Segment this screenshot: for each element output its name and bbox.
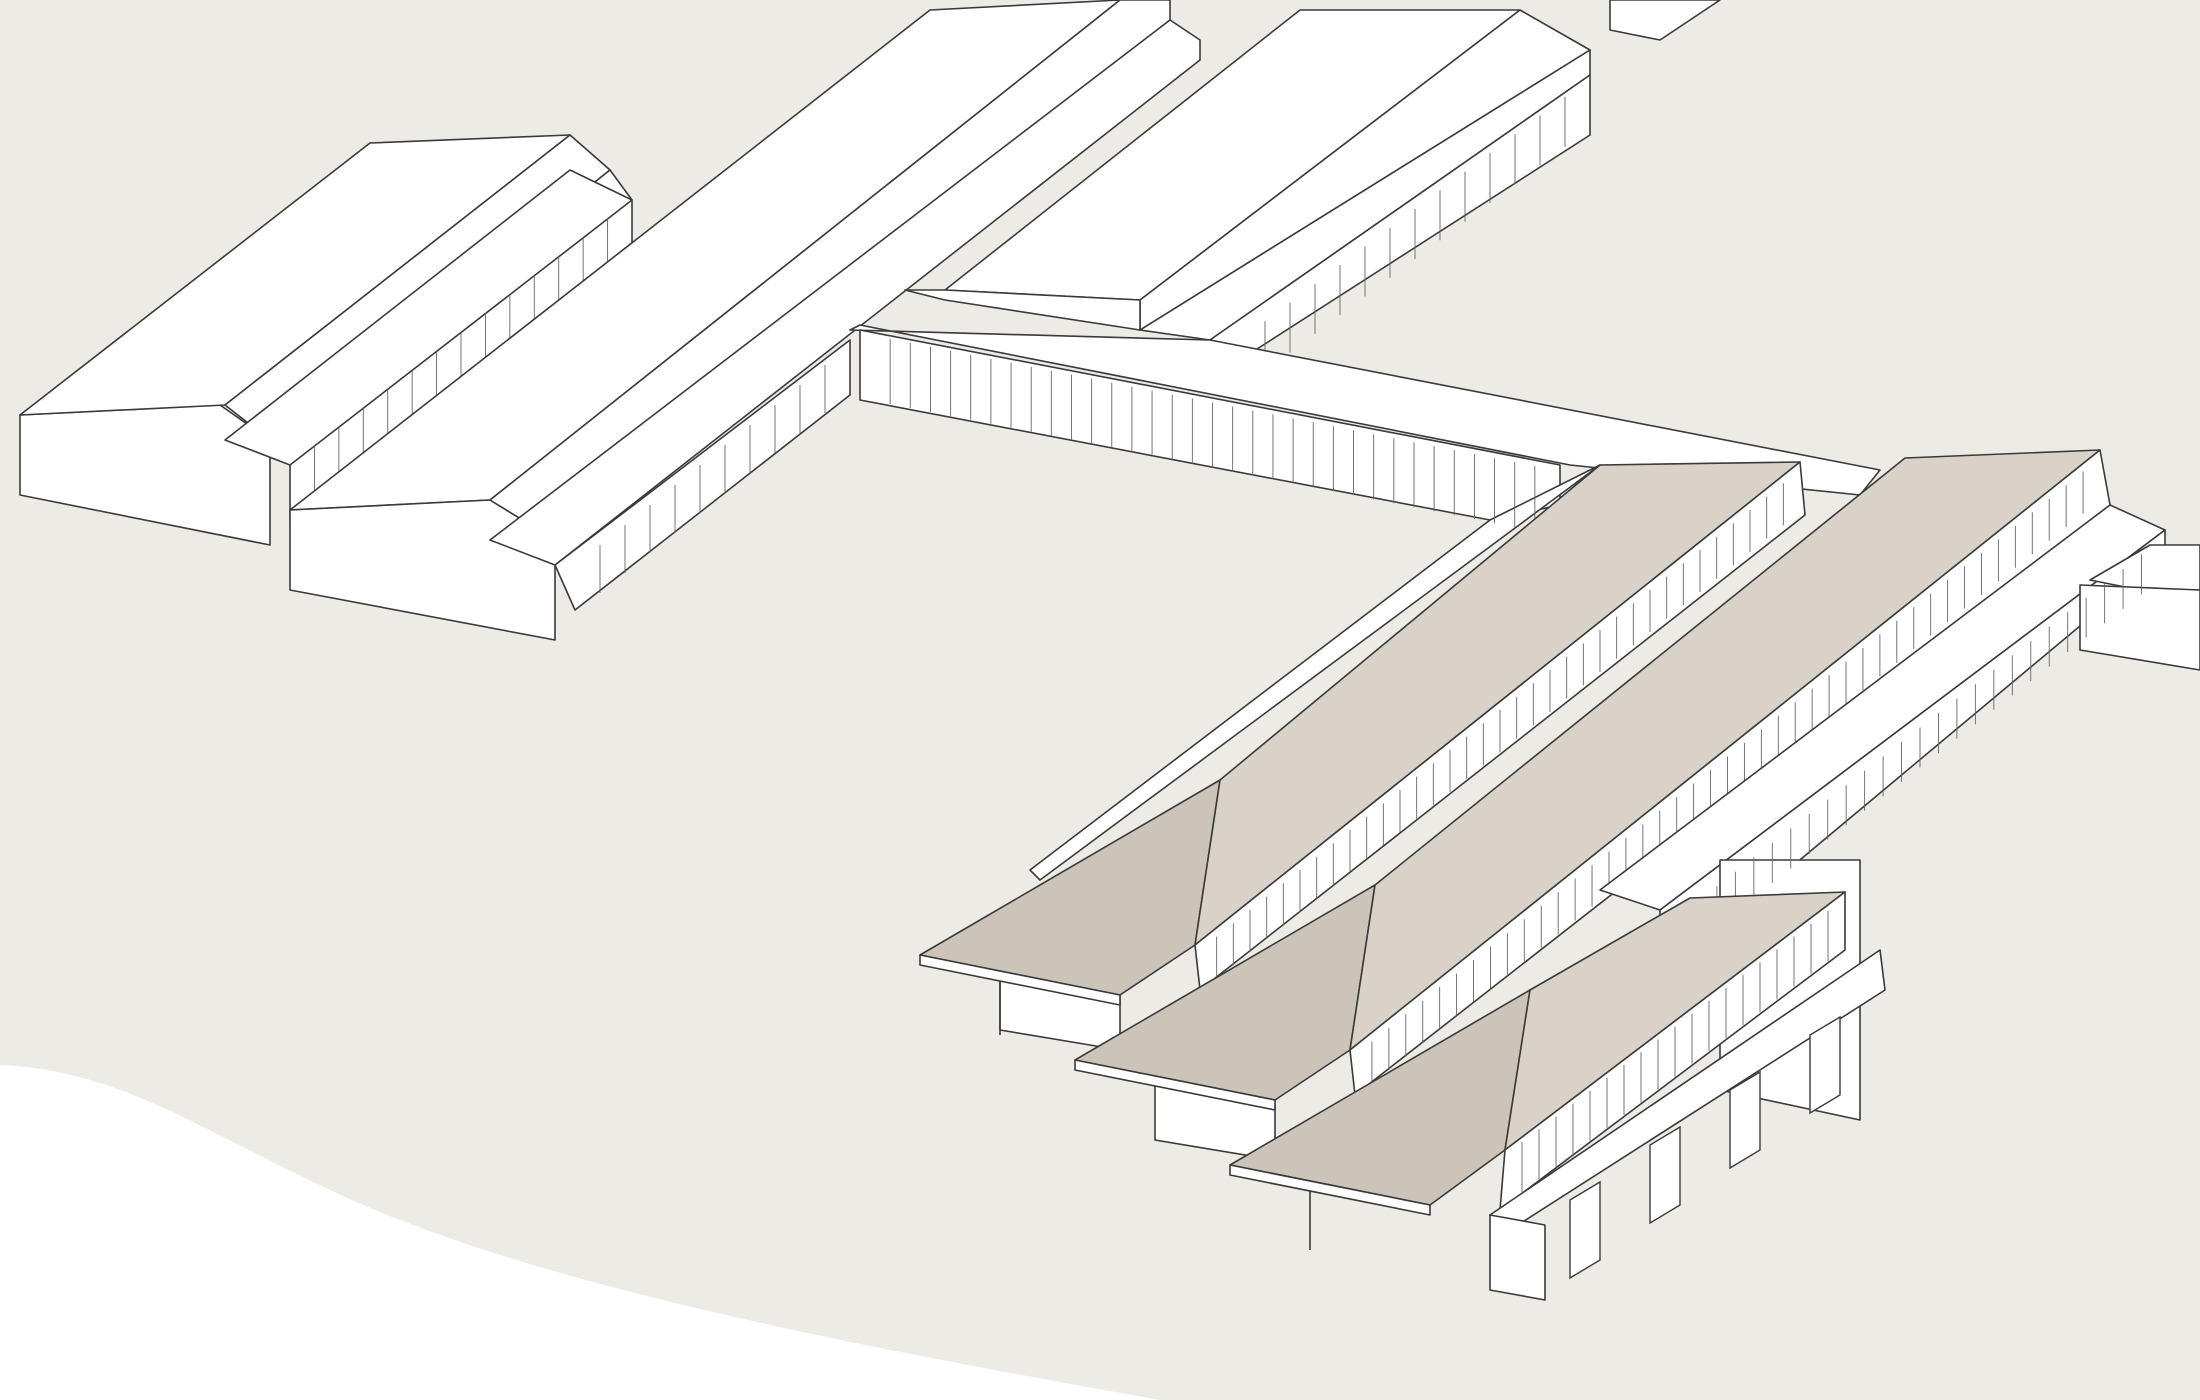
central-wing-lower-roof [489, 19, 1201, 566]
pavilion-1-fascia [919, 954, 1121, 1006]
pavilion-3-pier [1809, 1015, 1841, 1115]
central-shed-wing [289, 0, 1201, 641]
central-wing-end-wall [289, 499, 556, 641]
north-wing-lower-roof [224, 169, 633, 466]
east-wing-stub-glazing [2079, 584, 2200, 671]
pavilion-roof-2 [1074, 449, 2111, 1161]
pavilion-3-pier [1569, 1180, 1601, 1280]
top-right-box [1609, 0, 1721, 41]
pavilion-3-pier [1649, 1125, 1681, 1225]
connector-diagonal-link [1029, 464, 1601, 881]
central-wing-side-wall [554, 339, 851, 611]
glazed-connector-corridor [849, 324, 1881, 881]
pavilion-2-fascia [1074, 1059, 1276, 1111]
north-shed-wing [19, 134, 633, 546]
pavilion-3-fascia [1229, 1164, 1431, 1216]
pavilion-roof-3 [1229, 891, 1886, 1301]
northeast-wing-notch [904, 289, 1141, 331]
northeast-shed-wing [904, 0, 1721, 372]
pavilion-3-base-block [1489, 1214, 1546, 1301]
pavilion-roof-1 [919, 461, 1806, 1051]
pavilion-3-pier [1729, 1070, 1761, 1170]
pavilion-3-side-glazing [1499, 891, 1846, 1211]
